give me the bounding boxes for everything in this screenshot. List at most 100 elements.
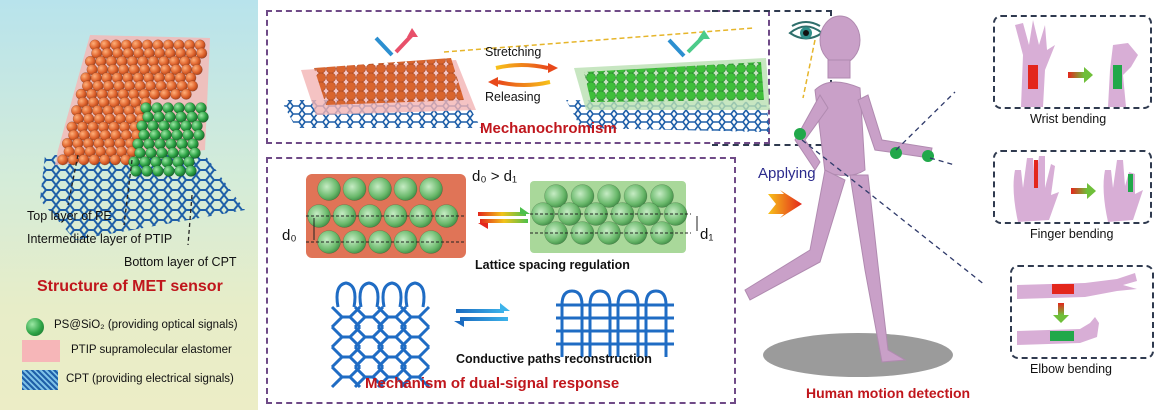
finger-hand-straight <box>1013 156 1059 222</box>
stretching-arrow <box>495 63 549 70</box>
green-sphere <box>130 165 142 177</box>
lattice-sphere <box>419 177 443 201</box>
knit-mesh-relaxed <box>330 281 431 389</box>
finger-bending-box <box>993 150 1152 224</box>
sight-line-vertical <box>802 39 816 99</box>
orange-sphere <box>109 154 121 166</box>
equilibrium-reverse-head <box>478 223 488 229</box>
releasing-arrowhead <box>488 77 498 87</box>
green-sphere <box>163 165 175 177</box>
knit-col <box>644 318 668 331</box>
legend-ps-sio2: PS@SiO₂ (providing optical signals) <box>54 319 238 331</box>
knit-link <box>353 305 385 329</box>
finger-bending-illustration <box>1013 156 1143 222</box>
wrist-sensor-dot <box>890 147 902 159</box>
mechanism-box <box>266 157 736 404</box>
orange-sphere <box>170 88 182 100</box>
orange-sphere <box>191 64 203 76</box>
wrist-bending-caption: Wrist bending <box>1030 112 1107 126</box>
orange-sphere <box>180 88 192 100</box>
knit-col <box>588 318 612 331</box>
arm-straight <box>1017 273 1137 299</box>
lattice-caption: Lattice spacing regulation <box>475 258 630 272</box>
knit-loop <box>335 281 357 308</box>
knit-link <box>376 305 408 329</box>
pe-green-spheres <box>128 102 209 177</box>
wrist-transition-head <box>1084 67 1093 83</box>
finger-sensor-green <box>1128 174 1133 192</box>
orange-sphere <box>67 154 79 166</box>
spacing-relation: d₀ > d₁ <box>472 168 518 185</box>
knit-loop <box>358 281 380 308</box>
knit-col <box>588 331 612 344</box>
reflected-red-arrowhead <box>407 28 418 37</box>
sight-line <box>443 27 755 53</box>
stretching-label: Stretching <box>485 45 542 59</box>
label-intermediate-layer: Intermediate layer of PTIP <box>27 232 173 246</box>
stretching-arrowhead <box>548 63 558 73</box>
mechanochromism-illustration <box>281 27 770 132</box>
wrist-pointer <box>895 91 956 151</box>
mechanochromism-box <box>266 10 770 144</box>
elbow-sensor-green <box>1050 331 1074 341</box>
knit-loop <box>588 289 612 306</box>
runner-torso <box>814 81 866 176</box>
knit-link <box>330 325 362 349</box>
orange-sphere <box>99 154 111 166</box>
knit-col <box>560 331 584 344</box>
lattice-sphere <box>623 184 648 208</box>
blue-reverse-head <box>454 321 464 327</box>
wrist-bending-box <box>993 15 1152 109</box>
blue-equilibrium-reverse <box>460 317 508 321</box>
knit-link <box>330 365 362 389</box>
green-sphere-icon <box>26 318 44 336</box>
knit-col <box>560 305 584 318</box>
lattice-sphere <box>597 184 621 208</box>
knit-loop <box>616 289 640 306</box>
wrist-hand-straight <box>1015 20 1055 107</box>
finger-sensor-red <box>1034 160 1038 188</box>
d1-label: d₁ <box>700 226 714 243</box>
label-top-layer: Top layer of PE <box>27 209 112 223</box>
elbow-transition-arrow <box>1058 303 1064 315</box>
knit-col <box>588 305 612 318</box>
lattice-sphere <box>650 184 674 208</box>
knit-link <box>399 305 431 329</box>
finger-hand-bent <box>1103 160 1143 222</box>
conductive-caption: Conductive paths reconstruction <box>456 352 652 366</box>
releasing-arrow <box>497 80 551 87</box>
green-sphere <box>189 147 201 159</box>
releasing-label: Releasing <box>485 90 541 104</box>
blue-mesh-icon <box>22 370 58 390</box>
runner-figure <box>744 15 986 377</box>
finger-bending-caption: Finger bending <box>1030 227 1114 241</box>
knit-link <box>399 345 431 369</box>
lattice-sphere <box>393 177 418 201</box>
knit-col <box>616 318 640 331</box>
runner-front-leg <box>849 174 907 363</box>
lattice-small-spacing <box>530 181 686 253</box>
lattice-sphere <box>317 177 341 201</box>
knit-loop <box>404 281 426 308</box>
green-sphere <box>197 111 209 123</box>
mechanochromism-title: Mechanochromism <box>480 120 617 137</box>
wrist-bending-illustration <box>1015 20 1138 107</box>
lattice-sphere <box>368 177 392 201</box>
orange-sphere <box>186 80 199 92</box>
finger-pointer <box>929 157 956 166</box>
green-array-stretched <box>584 62 764 102</box>
knit-loop <box>644 289 668 306</box>
lattice-sphere <box>570 184 595 208</box>
knit-col <box>560 344 584 357</box>
knit-link <box>330 345 362 369</box>
legend-cpt: CPT (providing electrical signals) <box>66 373 234 385</box>
wrist-transition-arrow <box>1068 72 1084 78</box>
knit-link <box>376 345 408 369</box>
knit-link <box>353 345 385 369</box>
wrist-hand-bent <box>1108 43 1138 107</box>
incident-light-icon-2 <box>667 38 686 58</box>
green-sphere <box>193 129 205 141</box>
orange-sphere <box>88 154 100 166</box>
orange-sphere <box>78 154 90 166</box>
knit-col <box>644 331 668 344</box>
